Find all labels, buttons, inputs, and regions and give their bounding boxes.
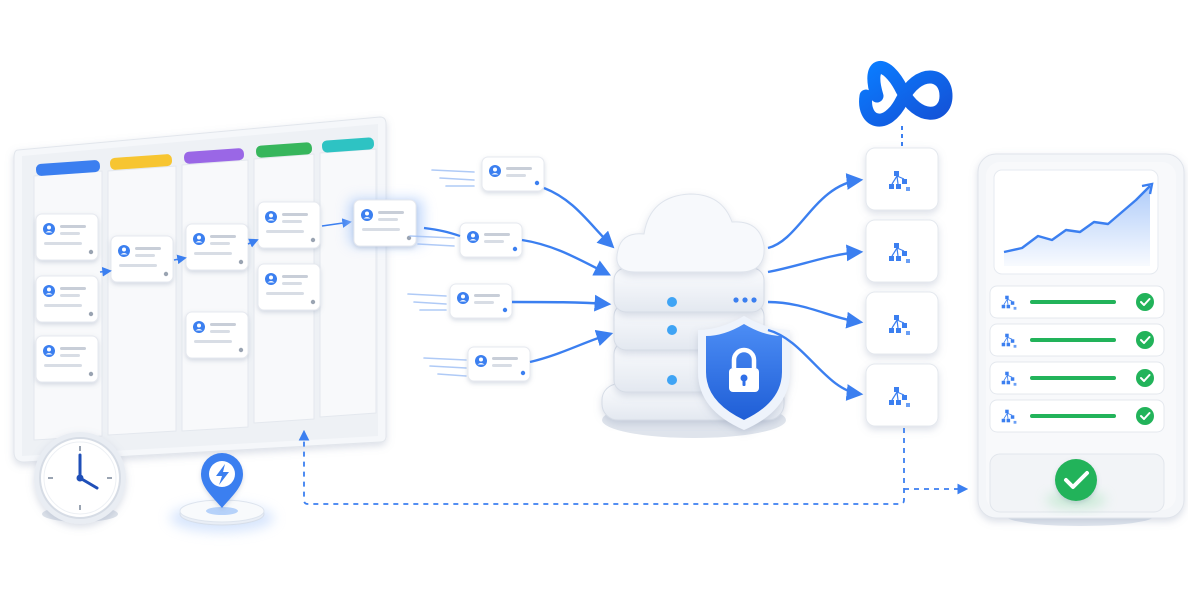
kanban-board [13,116,387,463]
trend-chart [993,169,1159,275]
result-row [989,323,1165,357]
results-panel [977,153,1185,526]
cloud-server [601,193,790,438]
result-rows [989,285,1165,433]
result-row [989,361,1165,395]
shield-lock-icon [698,316,790,430]
trend-line [1003,185,1151,254]
feedback-loop [298,428,969,505]
board-to-pipeline-arrow [423,226,461,238]
progress-bar [1030,376,1116,380]
lightning-pin-icon [170,453,274,532]
progress-bar [1030,414,1116,418]
node-tile [865,291,939,355]
trend-arrow [1141,182,1154,195]
incoming-messages [407,157,544,381]
node-tile [865,219,939,283]
server-outbound-arrows [767,173,864,401]
check-circle-icon [1135,368,1155,388]
node-tile [865,147,939,211]
result-row [989,399,1165,433]
board-flow-arrows [99,218,352,277]
trend-area [1004,186,1150,266]
result-row [989,285,1165,319]
progress-bar [1030,300,1116,304]
server-inbound-arrows [511,186,615,364]
check-circle-icon [1055,459,1097,501]
highlighted-task-card [348,198,424,246]
check-circle-icon [1135,406,1155,426]
check-circle-icon [1135,330,1155,350]
node-tile [865,363,939,427]
meta-infinity-icon [859,61,953,146]
cloud-icon [616,193,765,273]
integration-nodes [865,147,939,427]
progress-bar [1030,338,1116,342]
clock-icon [34,432,126,524]
check-circle-icon [1135,292,1155,312]
final-status [989,453,1165,513]
column-headers [35,137,375,176]
